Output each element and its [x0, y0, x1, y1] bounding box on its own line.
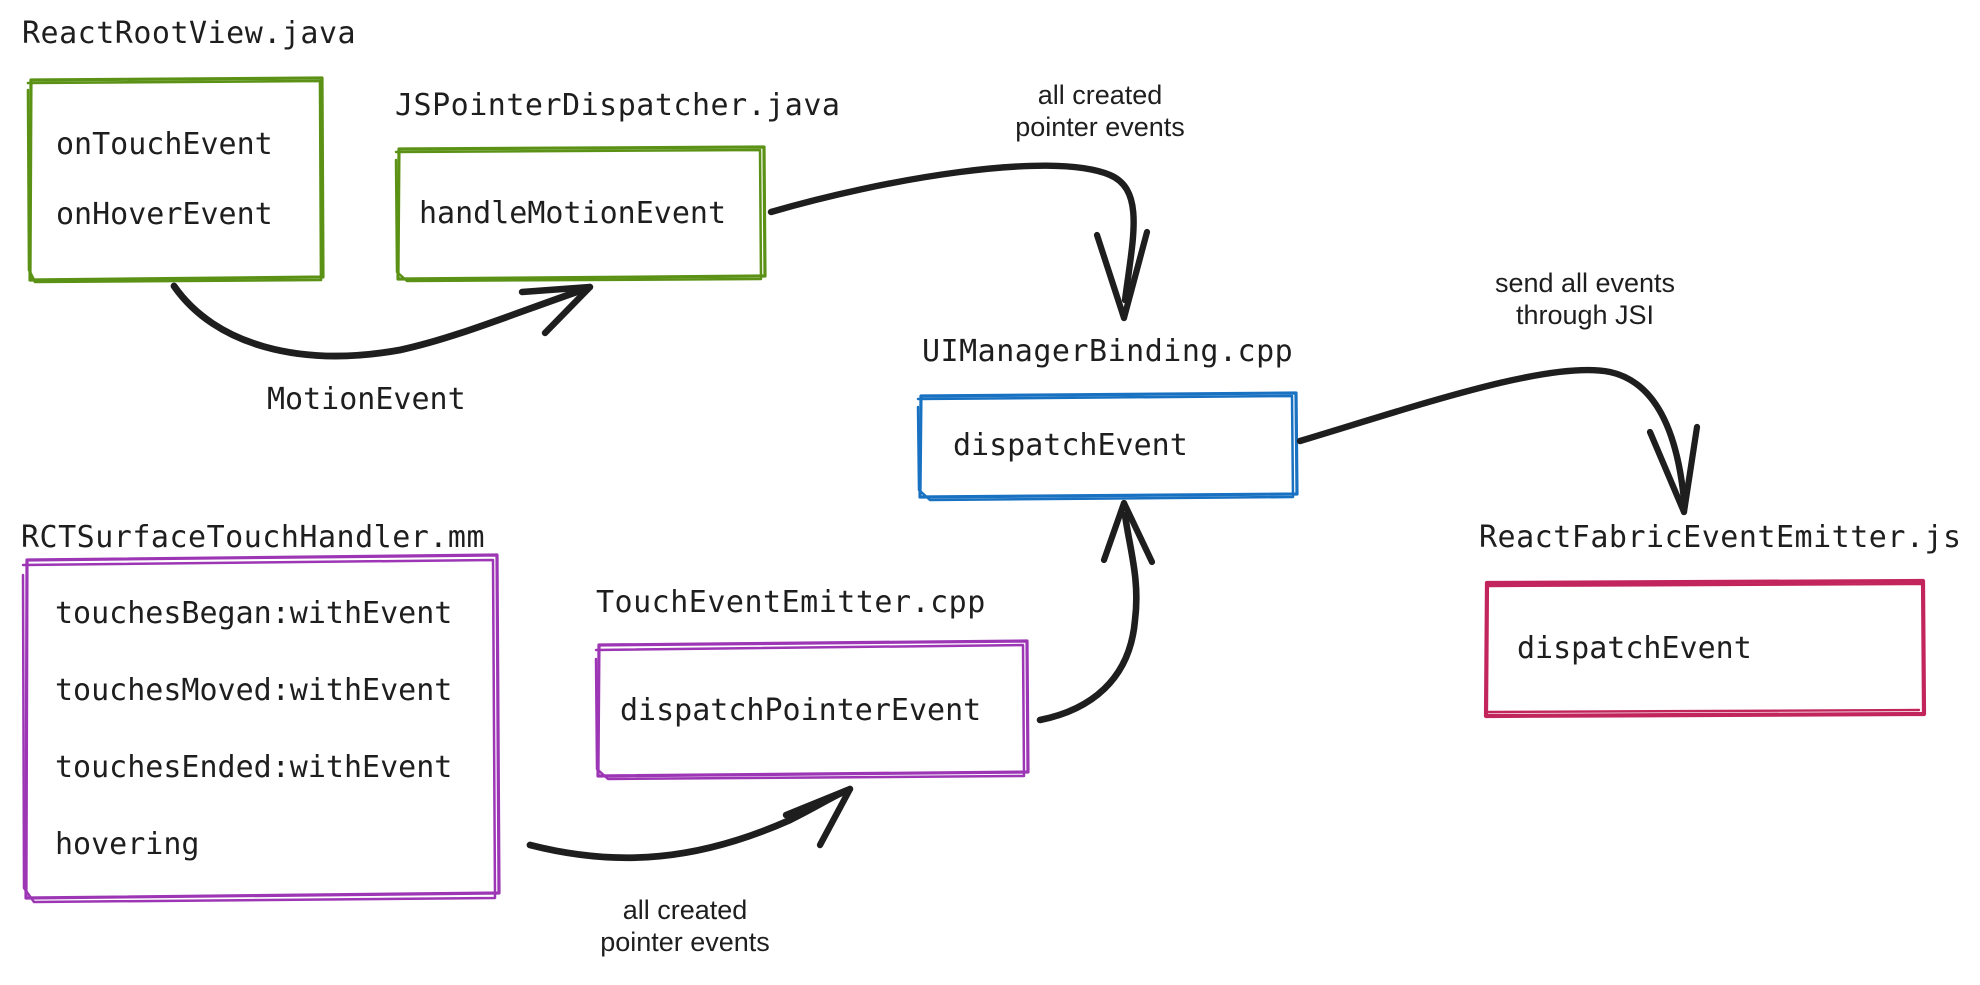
node-item: handleMotionEvent [419, 196, 727, 231]
node-item: dispatchEvent [1517, 631, 1752, 666]
node-title-react-root-view: ReactRootView.java [22, 16, 357, 51]
node-body-ui-manager-binding: dispatchEvent [953, 396, 1298, 496]
edge-label-line: pointer events [1015, 111, 1185, 142]
node-item: dispatchPointerEvent [620, 692, 982, 728]
rct-surface-touch-handler-box-stroke [21, 553, 501, 904]
node-item: dispatchEvent [953, 428, 1188, 463]
react-fabric-event-emitter-box-stroke [1483, 578, 1927, 719]
edge-label-line: pointer events [600, 926, 770, 957]
touch-event-emitter-box-stroke [594, 639, 1030, 781]
node-item: onHoverEvent [56, 197, 273, 232]
edge-label-android-pointer-events: all created pointer events [955, 80, 1245, 143]
edge-label-motion-event: MotionEvent [267, 382, 466, 417]
node-item: touchesEnded:withEvent [55, 749, 453, 785]
arrow-ios-pointer-events [526, 785, 854, 862]
js-pointer-dispatcher-box-stroke [394, 145, 767, 283]
node-title-rct-surface-touch-handler: RCTSurfaceTouchHandler.mm [21, 520, 486, 555]
node-title-react-fabric-event-emitter: ReactFabricEventEmitter.js [1479, 520, 1962, 555]
arrow-motion-event [170, 282, 594, 360]
edge-label-line: send all events [1494, 268, 1676, 298]
edge-label-line: all created [1037, 80, 1163, 110]
node-title-touch-event-emitter: TouchEventEmitter.cpp [596, 585, 986, 620]
edge-label-line: through JSI [1515, 299, 1655, 330]
edge-label-ios-pointer-events: all created pointer events [540, 895, 830, 958]
node-body-rct-surface-touch-handler: touchesBegan:withEvent touchesMoved:with… [55, 560, 495, 898]
node-title-js-pointer-dispatcher: JSPointerDispatcher.java [395, 88, 841, 123]
node-title-ui-manager-binding: UIManagerBinding.cpp [922, 334, 1294, 369]
edge-label-send-all-events-jsi: send all events through JSI [1440, 268, 1730, 331]
node-body-react-fabric-event-emitter: dispatchEvent [1517, 583, 1917, 715]
node-body-touch-event-emitter: dispatchPointerEvent [620, 645, 1020, 776]
node-item: onTouchEvent [56, 127, 273, 162]
arrow-android-pointer-events [767, 162, 1151, 322]
arrow-send-all-events-jsi [1296, 366, 1701, 516]
node-item: hovering [55, 826, 200, 862]
node-item: touchesBegan:withEvent [55, 595, 453, 631]
node-item: touchesMoved:withEvent [55, 672, 453, 708]
arrow-touch-emitter-to-binding [1036, 499, 1156, 724]
react-root-view-box-stroke [26, 76, 325, 284]
node-body-react-root-view: onTouchEvent onHoverEvent [56, 80, 326, 280]
edge-label-line: all created [622, 895, 748, 925]
node-body-js-pointer-dispatcher: handleMotionEvent [419, 149, 764, 279]
ui-manager-binding-box-stroke [916, 391, 1299, 502]
